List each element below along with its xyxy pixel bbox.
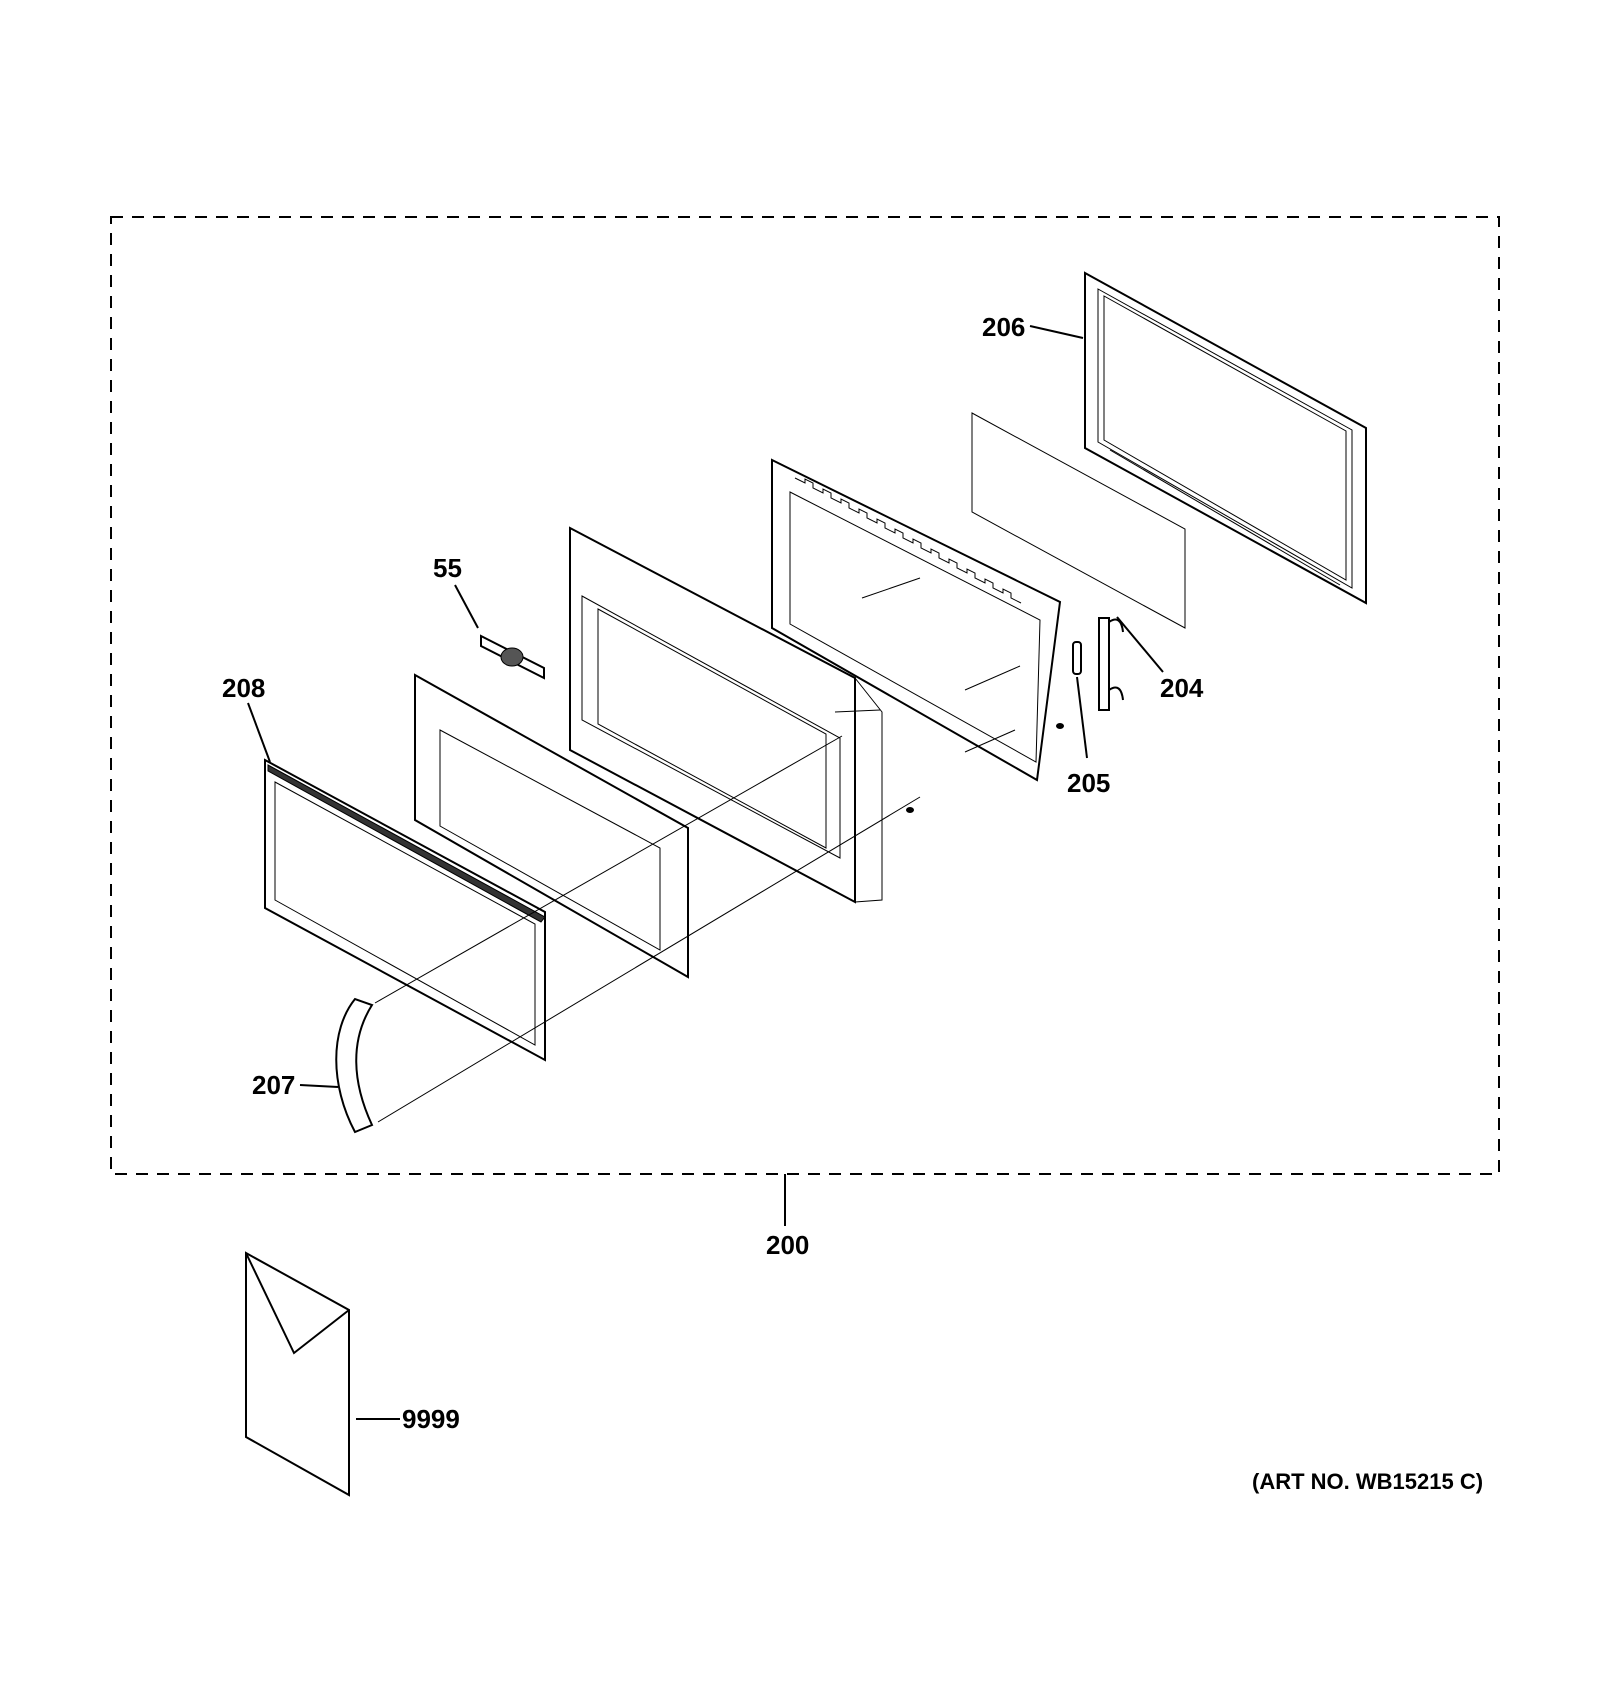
screw [1056,723,1064,729]
part-207-handle [335,997,374,1134]
label-204: 204 [1160,673,1204,703]
leader-205 [1076,676,1088,759]
part-204-latch [1098,617,1124,711]
part-9999-manual [245,1251,350,1497]
label-207: 207 [252,1070,295,1100]
leader-208 [247,702,271,763]
label-55: 55 [433,553,462,583]
leader-204 [1116,616,1164,673]
part-55-badge [480,634,545,680]
leader-206 [1029,325,1084,339]
leader-207 [299,1084,339,1088]
label-9999: 9999 [402,1404,460,1434]
leader-55 [454,584,479,629]
door-frame [569,526,883,904]
glass-panel [414,673,689,979]
label-208: 208 [222,673,265,703]
label-205: 205 [1067,768,1110,798]
assembly-200-boundary [110,216,1500,1175]
art-number: (ART NO. WB15215 C) [1252,1469,1483,1494]
screw [906,807,914,813]
part-205-actuator [1072,641,1082,675]
window-pane [971,412,1186,629]
part-208-outer-frame [264,758,546,1062]
part-206-frame [1084,271,1367,605]
alignment-lines [374,729,1016,1123]
inner-door-panel [771,458,1062,782]
label-200: 200 [766,1230,809,1260]
label-206: 206 [982,312,1025,342]
